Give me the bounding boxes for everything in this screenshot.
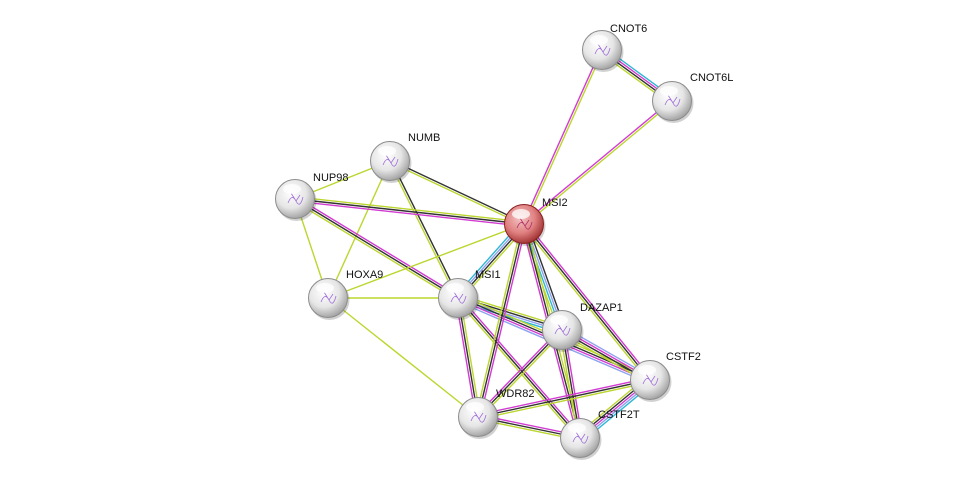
node-highlight — [550, 315, 568, 325]
node-label: NUMB — [408, 132, 440, 144]
node-highlight — [512, 209, 530, 219]
edge-line-textmining — [327, 160, 391, 299]
edge-line-experiments — [475, 327, 561, 416]
edge-line-experiments — [295, 196, 460, 297]
edge-line-coexpression — [523, 223, 651, 381]
node-label: NUP98 — [313, 172, 348, 184]
node-highlight — [283, 184, 301, 194]
node-label: CNOT6 — [610, 23, 647, 35]
edge-line-coexpression — [390, 160, 460, 298]
edge-layer — [293, 46, 675, 442]
edge-hoxa9-wdr82[interactable] — [327, 297, 479, 418]
node-label: HOXA9 — [346, 269, 383, 281]
node-nup98[interactable]: NUP98 — [275, 172, 349, 221]
edge-line-coexpression — [477, 223, 525, 418]
structure-icon — [554, 323, 571, 336]
edge-dazap1-wdr82[interactable] — [475, 327, 565, 420]
node-hoxa9[interactable]: HOXA9 — [308, 269, 384, 320]
node-label: DAZAP1 — [580, 302, 623, 314]
edge-line-coexpression — [477, 379, 651, 418]
edge-line-textmining — [327, 297, 479, 418]
structure-icon — [664, 94, 681, 107]
edge-line-experiments — [522, 49, 602, 224]
node-highlight — [316, 283, 334, 293]
edge-line-experiments — [479, 224, 527, 418]
edge-line-textmining — [295, 196, 525, 223]
edge-wdr82-cstf2[interactable] — [477, 377, 651, 420]
node-highlight — [660, 86, 678, 96]
edge-line-textmining — [388, 161, 458, 299]
edge-line-experiments — [459, 296, 583, 438]
edge-msi2-cnot6l[interactable] — [522, 99, 674, 226]
node-dazap1[interactable]: DAZAP1 — [542, 302, 623, 352]
structure-icon — [470, 410, 487, 423]
edge-line-textmining — [459, 297, 481, 417]
edge-line-coexpression — [457, 297, 479, 418]
edge-line-textmining — [455, 298, 579, 440]
node-label: MSI2 — [542, 197, 568, 209]
node-highlight — [638, 365, 656, 375]
structure-icon — [642, 373, 659, 386]
node-msi2[interactable]: MSI2 — [504, 197, 568, 246]
structure-icon — [450, 291, 467, 304]
edge-msi1-cstf2t[interactable] — [455, 296, 583, 440]
edge-line-coexpression — [390, 159, 525, 224]
node-cnot6[interactable]: CNOT6 — [582, 23, 648, 72]
edge-line-experiments — [294, 200, 524, 227]
structure-icon — [572, 431, 589, 444]
node-label: CNOT6L — [690, 72, 733, 84]
edge-msi2-wdr82[interactable] — [475, 223, 527, 418]
edge-hoxa9-msi2[interactable] — [327, 223, 525, 299]
edge-line-textmining — [479, 331, 565, 420]
structure-icon — [594, 43, 611, 56]
edge-line-experiments — [522, 99, 672, 224]
structure-icon — [382, 154, 399, 167]
node-cstf2[interactable]: CSTF2 — [630, 351, 701, 402]
edge-line-coexpression — [457, 297, 581, 439]
node-highlight — [590, 35, 608, 45]
node-msi1[interactable]: MSI1 — [438, 269, 501, 320]
structure-icon — [320, 291, 337, 304]
edge-nup98-msi1[interactable] — [293, 196, 460, 301]
edge-line-textmining — [478, 381, 651, 420]
edge-msi1-wdr82[interactable] — [455, 297, 481, 418]
edge-msi2-cstf2[interactable] — [521, 222, 653, 382]
node-label: CSTF2T — [598, 409, 640, 421]
node-wdr82[interactable]: WDR82 — [458, 388, 535, 439]
node-highlight — [466, 402, 484, 412]
node-highlight — [446, 283, 464, 293]
node-numb[interactable]: NUMB — [370, 132, 441, 183]
node-label: MSI1 — [475, 269, 501, 281]
edge-numb-hoxa9[interactable] — [327, 160, 391, 299]
edge-line-textmining — [524, 50, 604, 225]
edge-msi2-cnot6[interactable] — [522, 49, 604, 225]
edge-line-textmining — [475, 223, 523, 417]
edge-numb-msi2[interactable] — [389, 159, 525, 226]
node-cnot6l[interactable]: CNOT6L — [652, 72, 734, 123]
edge-line-textmining — [521, 224, 649, 382]
node-label: WDR82 — [496, 388, 535, 400]
edge-nup98-msi2[interactable] — [294, 196, 525, 227]
node-highlight — [378, 146, 396, 156]
edge-line-textmining — [524, 101, 674, 226]
structure-icon — [516, 217, 533, 230]
node-highlight — [568, 423, 586, 433]
edge-line-coexpression — [294, 198, 459, 299]
structure-icon — [287, 192, 304, 205]
edge-line-textmining — [293, 200, 458, 301]
edge-line-experiments — [525, 222, 653, 380]
edge-line-textmining — [389, 161, 524, 226]
edge-line-experiments — [477, 377, 650, 416]
node-cstf2t[interactable]: CSTF2T — [560, 409, 640, 460]
edge-line-coexpression — [294, 198, 525, 225]
edge-line-coexpression — [477, 329, 563, 418]
edge-numb-msi1[interactable] — [388, 160, 460, 299]
edge-line-experiments — [455, 298, 477, 418]
node-label: CSTF2 — [666, 351, 701, 363]
edge-line-textmining — [327, 223, 525, 299]
